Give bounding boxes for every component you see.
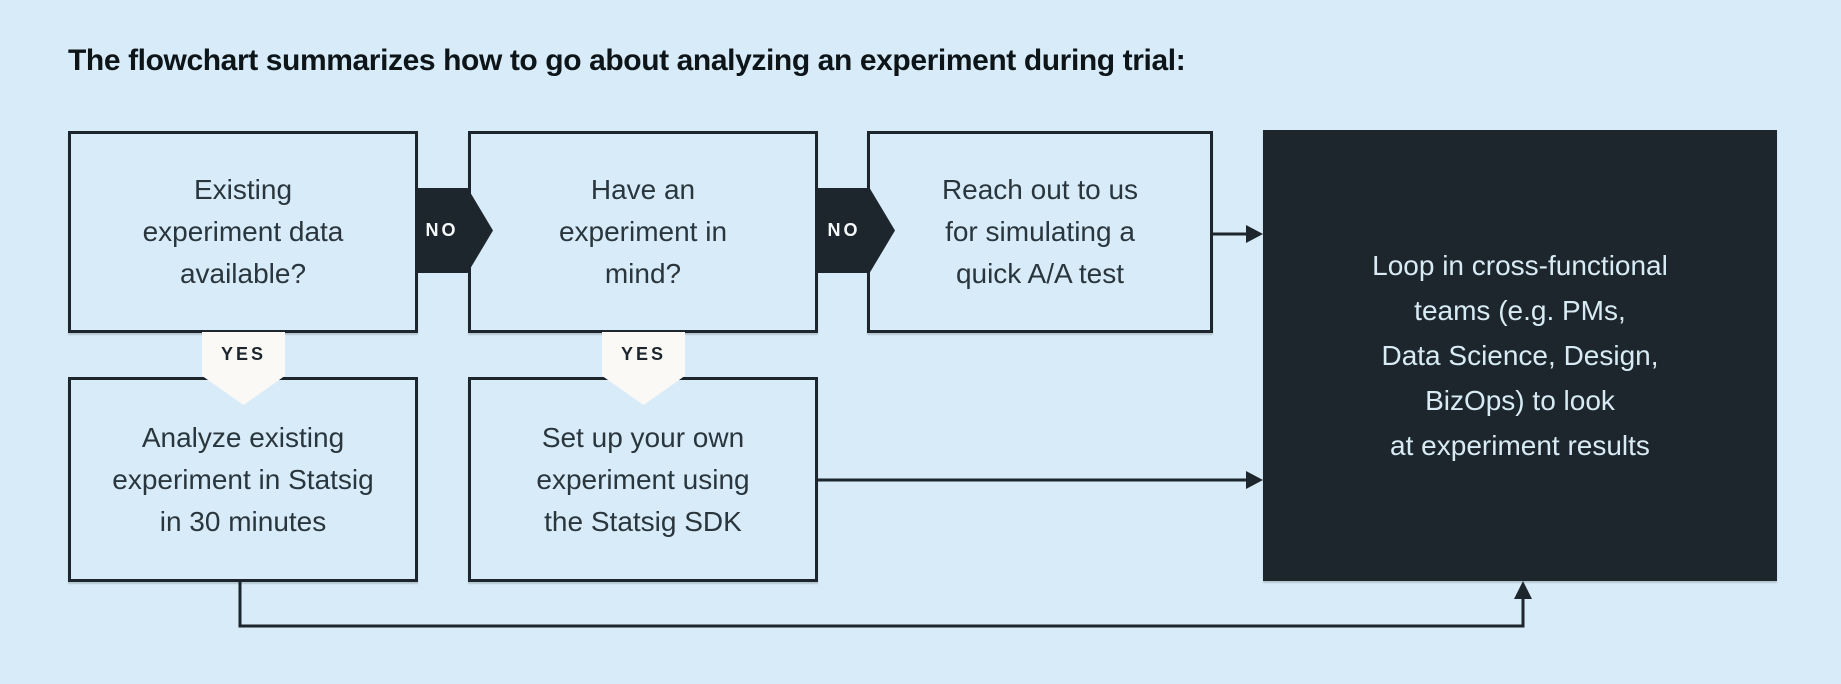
node-setup-own-experiment: Set up your own experiment using the Sta… — [468, 377, 818, 582]
node-loop-in-teams-text: Loop in cross-functional teams (e.g. PMs… — [1372, 250, 1668, 461]
node-analyze-existing-experiment: Analyze existing experiment in Statsig i… — [68, 377, 418, 582]
arrowhead-right-icon — [1246, 225, 1263, 243]
node-have-experiment-in-mind: Have an experiment in mind? — [468, 131, 818, 333]
flowchart-title: The flowchart summarizes how to go about… — [68, 44, 1186, 77]
label-yes-existing-data-text: YES — [220, 344, 267, 364]
node-loop-in-teams: Loop in cross-functional teams (e.g. PMs… — [1263, 130, 1777, 581]
arrow-setup-to-loop — [818, 471, 1263, 489]
node-setup-own-experiment-text: Set up your own experiment using the Sta… — [536, 421, 750, 537]
arrowhead-up-icon — [1514, 581, 1532, 599]
label-yes-have-experiment-text: YES — [620, 344, 667, 364]
node-existing-experiment-data-text: Existing experiment data available? — [142, 174, 344, 289]
node-analyze-existing-experiment-text: Analyze existing experiment in Statsig i… — [112, 421, 374, 537]
label-no-existing-data-text: NO — [425, 220, 459, 240]
connector-analyze-to-loop — [238, 581, 1532, 628]
label-no-have-experiment-text: NO — [827, 220, 861, 240]
arrowhead-right-icon — [1246, 471, 1263, 489]
elbow-line — [238, 582, 1525, 628]
node-have-experiment-in-mind-text: Have an experiment in mind? — [558, 174, 728, 289]
node-reach-out-aa-test-text: Reach out to us for simulating a quick A… — [941, 174, 1139, 289]
node-reach-out-aa-test: Reach out to us for simulating a quick A… — [867, 131, 1213, 333]
node-existing-experiment-data: Existing experiment data available? — [68, 131, 418, 333]
arrow-reach-out-to-loop — [1213, 225, 1263, 243]
